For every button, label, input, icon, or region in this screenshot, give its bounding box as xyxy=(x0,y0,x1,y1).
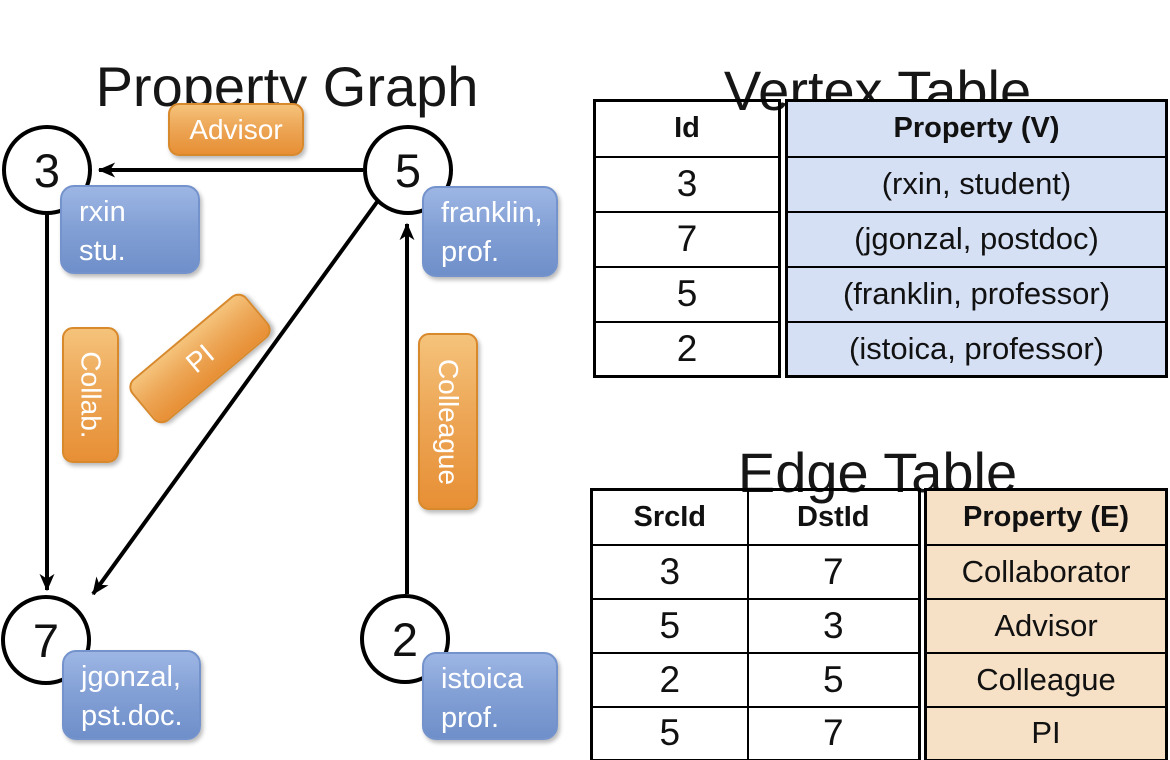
vertex-property-cell: (franklin, professor) xyxy=(785,265,1168,323)
vertex-id-cell: 2 xyxy=(593,320,781,378)
edge-property-cell: Advisor xyxy=(924,597,1168,654)
vertex-property-box-3: rxin stu. xyxy=(60,185,200,274)
edge-property-cell: Collaborator xyxy=(924,543,1168,600)
edge-label-collab-text: Collab. xyxy=(75,351,107,439)
vertex-node-7-id: 7 xyxy=(32,613,60,667)
table-row: (rxin, student) xyxy=(785,155,1168,213)
table-row: 5 xyxy=(593,265,781,323)
edge-label-advisor-text: Advisor xyxy=(189,113,283,145)
table-row: 3 xyxy=(593,155,781,213)
vertex-node-5-id: 5 xyxy=(394,143,422,197)
vertex-property-box-7-line1: jgonzal, xyxy=(81,661,181,693)
vertex-id-cell: 5 xyxy=(593,265,781,323)
edge-property-cell: Colleague xyxy=(924,651,1168,708)
vertex-property-box-3-line2: stu. xyxy=(79,235,126,267)
property-graph-panel: Property Graph 3 5 7 2 Advisor xyxy=(1,55,558,740)
table-row: (jgonzal, postdoc) xyxy=(785,210,1168,268)
edge-dst-column-header: DstId xyxy=(746,488,921,546)
vertex-property-cell: (rxin, student) xyxy=(785,155,1168,213)
edge-src-column-header: SrcId xyxy=(590,488,749,546)
table-row: Collaborator xyxy=(924,543,1168,600)
edge-srcdst-header-row: SrcId DstId xyxy=(590,488,921,546)
vertex-id-table: Id 3 7 5 2 xyxy=(593,99,781,378)
edge-property-table: Property (E) Collaborator Advisor Collea… xyxy=(924,488,1168,760)
edge-label-colleague-text: Colleague xyxy=(433,358,465,485)
edge-src-cell: 2 xyxy=(590,651,749,708)
edge-dst-cell: 7 xyxy=(746,705,921,760)
edge-property-header-row: Property (E) xyxy=(924,488,1168,546)
vertex-property-table: Property (V) (rxin, student) (jgonzal, p… xyxy=(785,99,1168,378)
edge-src-cell: 5 xyxy=(590,705,749,760)
edge-label-pi-text: PI xyxy=(179,337,220,379)
vertex-id-header-row: Id xyxy=(593,99,781,158)
vertex-property-header-row: Property (V) xyxy=(785,99,1168,158)
vertex-property-box-7-line2: pst.doc. xyxy=(81,700,183,732)
table-row: 5 7 xyxy=(590,705,921,760)
vertex-property-column-header: Property (V) xyxy=(785,99,1168,158)
table-row: PI xyxy=(924,705,1168,760)
edge-src-cell: 5 xyxy=(590,597,749,654)
vertex-id-column-header: Id xyxy=(593,99,781,158)
edge-srcdst-table: SrcId DstId 3 7 5 3 2 5 5 7 xyxy=(590,488,921,760)
vertex-property-box-7: jgonzal, pst.doc. xyxy=(62,650,201,740)
vertex-property-box-2: istoica prof. xyxy=(422,652,558,740)
table-row: Advisor xyxy=(924,597,1168,654)
table-row: 2 xyxy=(593,320,781,378)
vertex-property-cell: (istoica, professor) xyxy=(785,320,1168,378)
edge-label-colleague: Colleague xyxy=(418,333,478,510)
graph-edges-layer xyxy=(39,162,415,596)
table-row: (istoica, professor) xyxy=(785,320,1168,378)
edge-line-pi-5-to-7 xyxy=(91,200,379,596)
table-row: (franklin, professor) xyxy=(785,265,1168,323)
vertex-property-box-5: franklin, prof. xyxy=(422,186,558,277)
edge-dst-cell: 3 xyxy=(746,597,921,654)
edge-dst-cell: 7 xyxy=(746,543,921,600)
vertex-property-box-2-line1: istoica xyxy=(441,663,524,695)
vertex-node-2: 2 xyxy=(360,594,450,684)
edge-label-collab: Collab. xyxy=(62,327,119,463)
vertex-property-box-2-line2: prof. xyxy=(441,702,500,734)
vertex-node-2-id: 2 xyxy=(391,612,419,666)
edge-dst-cell: 5 xyxy=(746,651,921,708)
edge-label-advisor: Advisor xyxy=(168,103,304,156)
edge-property-column-header: Property (E) xyxy=(924,488,1168,546)
vertex-id-cell: 3 xyxy=(593,155,781,213)
table-row: 7 xyxy=(593,210,781,268)
table-row: Colleague xyxy=(924,651,1168,708)
tables-panel: Vertex Table Id 3 7 5 2 Property (V) (rx… xyxy=(585,0,1170,760)
vertex-property-box-5-line1: franklin, xyxy=(441,197,543,229)
edge-property-cell: PI xyxy=(924,705,1168,760)
table-row: 5 3 xyxy=(590,597,921,654)
vertex-node-3-id: 3 xyxy=(33,143,61,197)
table-row: 2 5 xyxy=(590,651,921,708)
vertex-node-5: 5 xyxy=(363,125,453,215)
vertex-property-box-3-line1: rxin xyxy=(79,196,126,228)
vertex-property-box-5-line2: prof. xyxy=(441,236,500,268)
edge-src-cell: 3 xyxy=(590,543,749,600)
table-row: 3 7 xyxy=(590,543,921,600)
vertex-id-cell: 7 xyxy=(593,210,781,268)
vertex-property-cell: (jgonzal, postdoc) xyxy=(785,210,1168,268)
